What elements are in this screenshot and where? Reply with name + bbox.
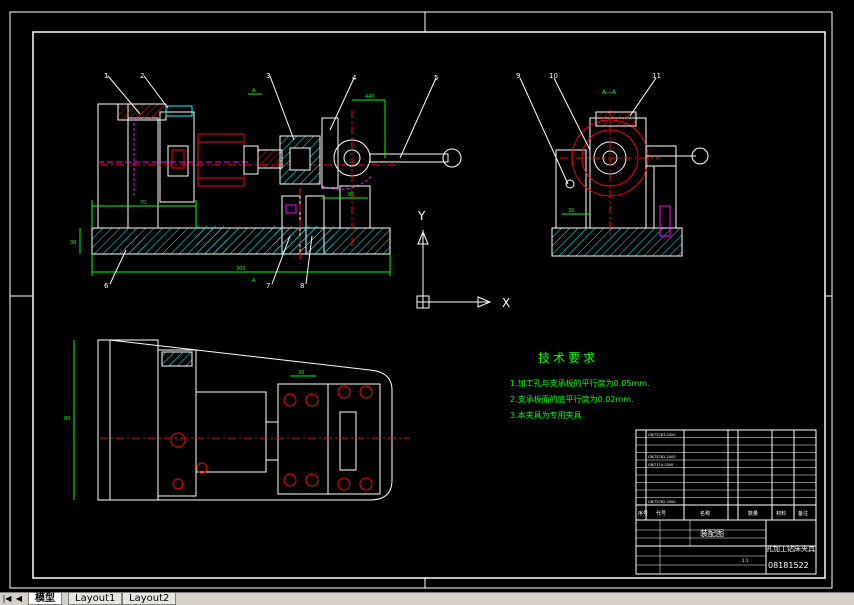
balloon-label: 4 [352,74,357,82]
dim-text: 300 [236,266,246,272]
top-view: 32 80 [64,339,410,501]
part-code: GB/T5783-2000 [648,433,676,437]
tab-prev-icon[interactable]: ◀ [15,594,23,603]
side-base [551,227,683,257]
section-title: A—A [602,89,617,96]
dimension-lines [79,93,391,276]
balloon-label: 9 [516,72,520,80]
header-cell: 代号 [656,510,666,517]
cad-drawing: 300 30 70 80 440 A A 1 2 3 4 5 6 7 8 [9,11,833,589]
title-block-part-codes: GB/T5783-2000 GB/T5782-2000 GB/T119-2000… [648,433,676,504]
sheet-inner-border [32,31,826,579]
part-code: GB/T5782-2000 [648,500,676,504]
side-view: 32 A—A 9 10 11 [516,72,709,257]
header-cell: 数量 [748,510,758,517]
leader-lines [107,75,437,285]
ucs-y-label: Y [417,209,426,223]
dim-text: 32 [298,370,304,376]
dim-text: 80 [348,192,354,198]
support-column [97,103,129,229]
header-cell: 材料 [776,510,786,517]
front-view: 300 30 70 80 440 A A 1 2 3 4 5 6 7 8 [70,72,462,290]
ucs-icon [416,230,492,309]
balloon-label: 8 [300,282,304,290]
tab-first-icon[interactable]: |◀ [2,594,12,603]
balloon-label: 10 [549,72,558,80]
drawing-title: 装配图 [700,528,724,538]
leader-lines [519,77,657,185]
drawing-number: 08181522 [768,561,809,570]
dim-text: 80 [64,416,70,422]
layout-tab-bar: |◀ ◀ 模型 Layout1 Layout2 [0,592,854,605]
drawing-canvas[interactable]: 300 30 70 80 440 A A 1 2 3 4 5 6 7 8 [0,0,854,592]
header-cell: 名称 [700,510,710,517]
ucs-x-label: X [502,296,510,310]
dim-text: 440 [365,94,375,100]
tech-line: 1.加工孔与支承板的平行度为0.05mm. [510,378,650,388]
dim-text: 70 [140,200,146,206]
balloon-label: 3 [266,72,270,80]
tech-line: 2.支承板面的底平行度为0.02mm. [510,394,634,404]
tech-line: 3.本夹具为专用夹具 [510,410,582,420]
lever-ball [442,148,462,168]
top-base-outline [109,339,393,501]
balloon-label: 11 [652,72,661,80]
dim-text: 32 [568,208,574,214]
balloon-label: 2 [140,72,144,80]
part-code: GB/T5782-2000 [648,455,676,459]
tab-layout2[interactable]: Layout2 [122,593,177,605]
balloon-label: 7 [266,282,270,290]
tab-model[interactable]: 模型 [28,593,62,605]
sheet-outer-border [9,11,833,589]
balloon-label: 5 [434,74,438,82]
header-cell: 序号 [638,510,648,517]
part-name: 孔加工钻床夹具 [766,544,815,553]
dim-text: 30 [70,240,76,246]
tech-title: 技术要求 [538,351,598,365]
section-mark: A [252,88,256,94]
scale-value: 1:1 [742,558,749,563]
balloon-label: 1 [104,72,108,80]
title-block-rows [636,437,816,574]
header-cell: 备注 [798,510,808,517]
title-block-header: 序号 代号 名称 数量 材料 备注 [638,510,808,517]
lever-handle [369,153,449,163]
bolt-holes [170,385,373,491]
part-code: GB/T119-2000 [648,463,673,467]
tab-layout1[interactable]: Layout1 [68,593,123,605]
balloon-label: 6 [104,282,109,290]
section-mark: A [252,278,256,284]
